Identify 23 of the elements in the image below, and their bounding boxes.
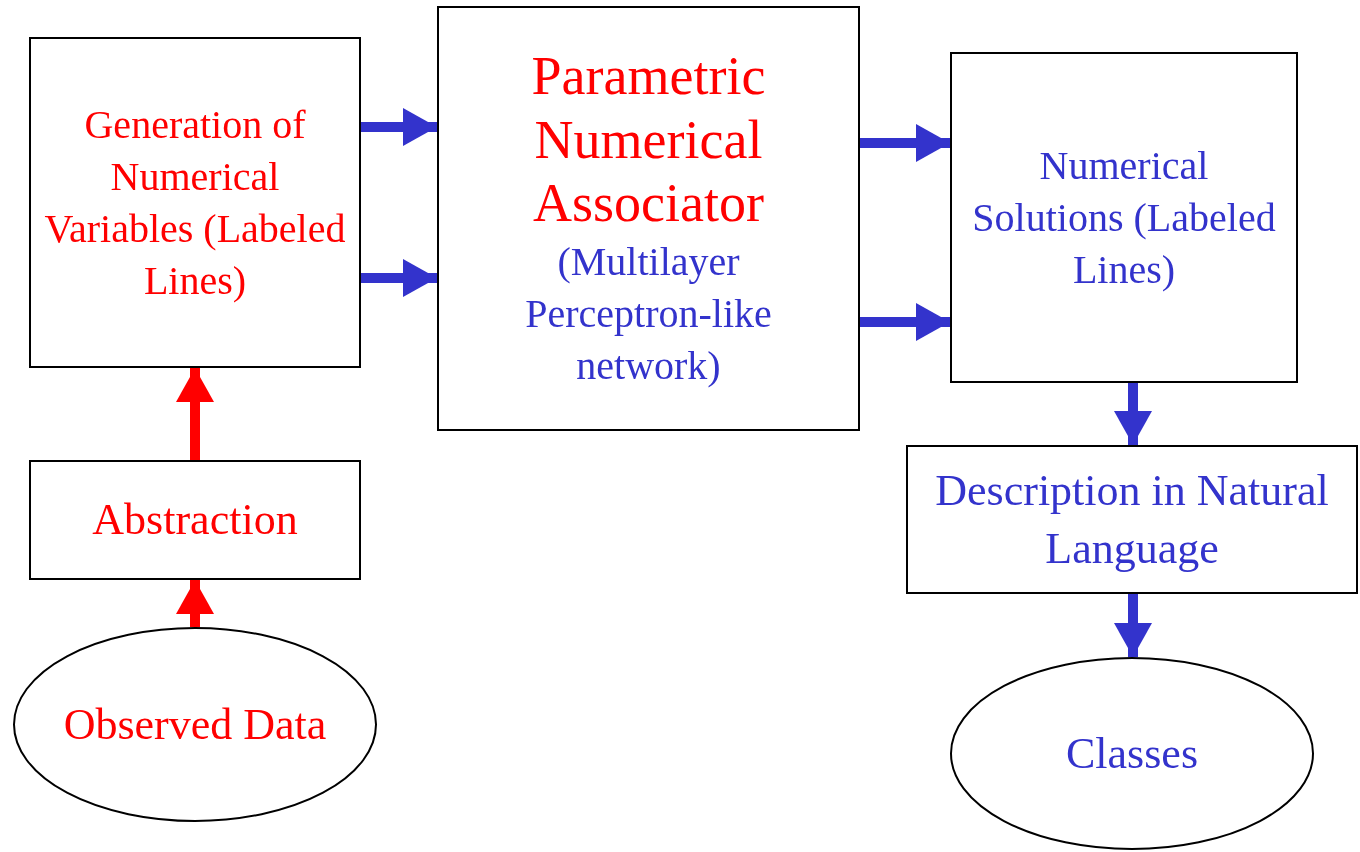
arrow — [176, 580, 214, 627]
node-label: Classes — [1066, 727, 1198, 780]
node-label: Numerical Solutions (Labeled Lines) — [972, 141, 1276, 294]
arrow — [361, 259, 437, 297]
arrow — [860, 124, 950, 162]
process-box — [29, 37, 361, 368]
node-label: Abstraction — [92, 494, 298, 547]
ellipse-node — [13, 627, 377, 822]
ellipse-node — [950, 657, 1314, 850]
node-label: Generation of Numerical Variables (Labeled Lines) — [43, 100, 347, 305]
process-box — [437, 6, 860, 431]
node-label: (Multilayer Perceptron-like network) — [524, 238, 773, 391]
arrow — [176, 368, 214, 460]
process-box — [950, 52, 1298, 383]
arrow — [860, 303, 950, 341]
arrow — [1114, 594, 1152, 657]
arrow — [1114, 383, 1152, 445]
process-box — [906, 445, 1358, 594]
process-box — [29, 460, 361, 580]
arrow — [361, 108, 437, 146]
node-label: Description in Natural Language — [934, 465, 1330, 575]
node-label: Parametric Numerical Associator — [530, 44, 767, 236]
node-label: Observed Data — [63, 698, 327, 751]
